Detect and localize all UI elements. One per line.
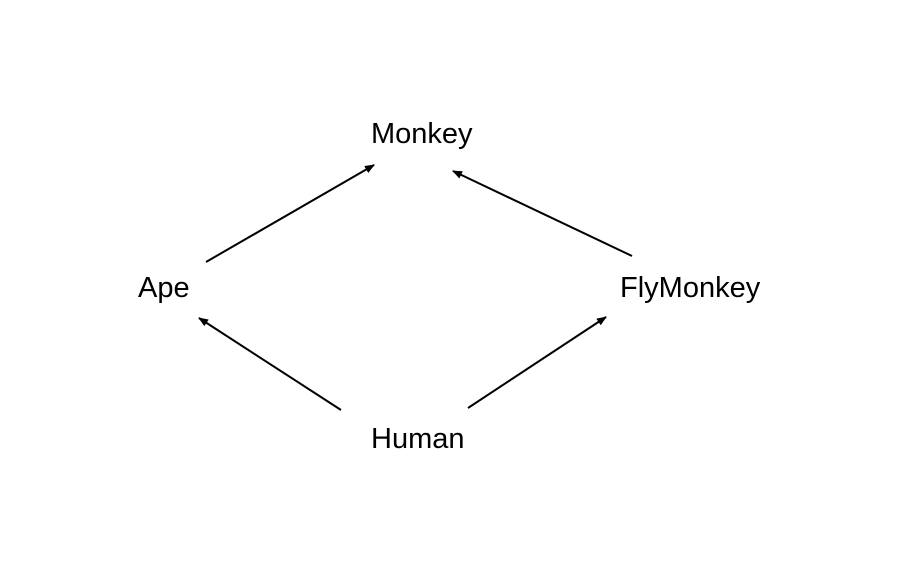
node-ape: Ape [138, 272, 190, 304]
edge-human-to-flymonkey [467, 316, 607, 409]
node-flymonkey: FlyMonkey [620, 272, 761, 304]
edge-flymonkey-to-monkey [452, 170, 633, 257]
edge-human-to-ape [198, 317, 342, 411]
node-human: Human [371, 423, 465, 455]
edge-ape-to-monkey [205, 164, 375, 263]
node-monkey: Monkey [371, 118, 473, 150]
